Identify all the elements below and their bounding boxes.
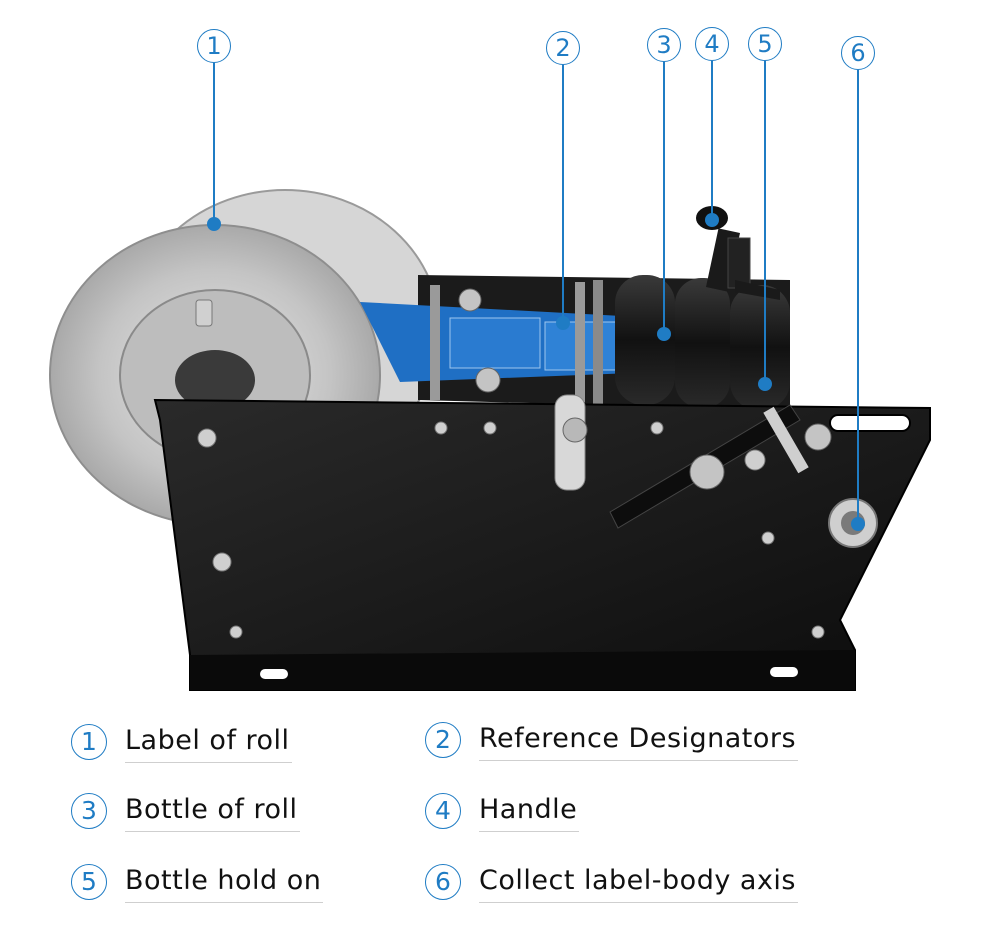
labeling-machine-illustration: [49, 61, 931, 691]
legend-number: 6: [425, 864, 461, 900]
guide-rods: [430, 280, 603, 404]
legend-number: 3: [71, 793, 107, 829]
callout-6: 6: [841, 36, 875, 70]
legend-number: 5: [71, 864, 107, 900]
bottle-hold-arm: [458, 288, 832, 529]
callout-5: 5: [748, 27, 782, 61]
callout-3: 3: [647, 28, 681, 62]
handle: [696, 206, 780, 300]
legend-label: Reference Designators: [479, 722, 799, 761]
legend-number: 2: [425, 722, 461, 758]
callout-1: 1: [197, 29, 231, 63]
bottle-rollers: [615, 275, 790, 410]
screws: [197, 421, 825, 639]
legend-number: 1: [71, 724, 107, 760]
callout-2: 2: [546, 31, 580, 65]
machine-base: [190, 650, 855, 690]
leader-lines: [213, 61, 859, 522]
legend-label: Bottle of roll: [125, 793, 300, 832]
callout-4: 4: [695, 27, 729, 61]
legend-label: Bottle hold on: [125, 864, 324, 903]
legend-label: Handle: [479, 793, 580, 832]
leader-dots: [207, 213, 865, 531]
legend-label: Label of roll: [125, 724, 292, 763]
legend-number: 4: [425, 793, 461, 829]
legend-label: Collect label-body axis: [479, 864, 798, 903]
